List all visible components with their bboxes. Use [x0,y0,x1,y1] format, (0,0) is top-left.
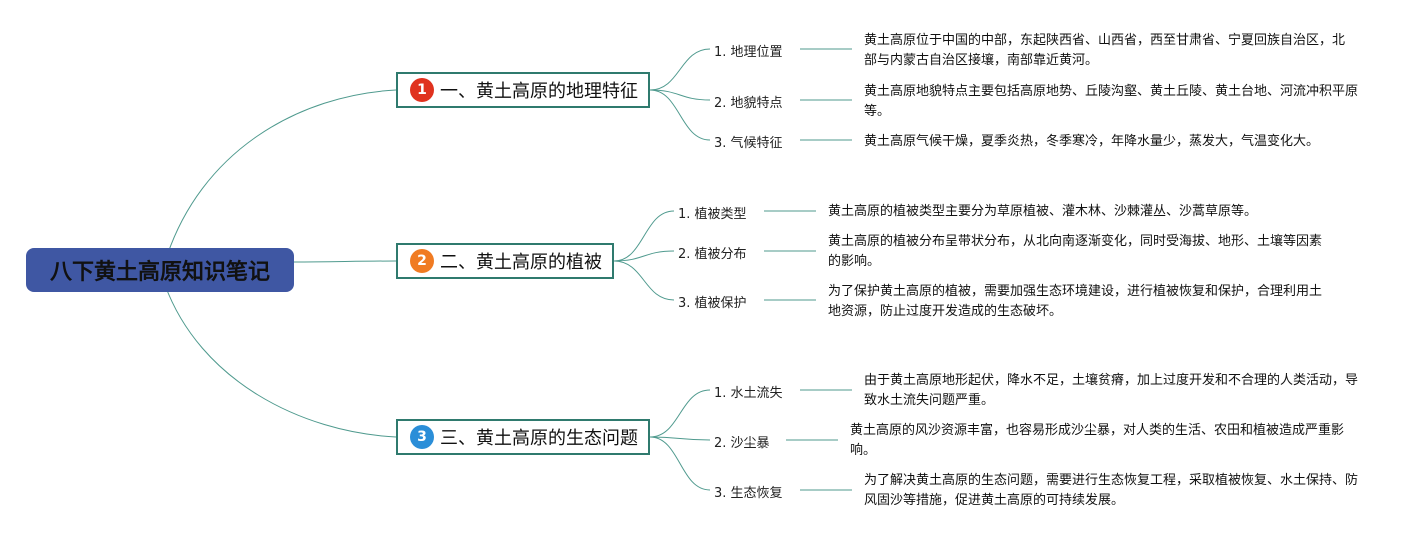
desc-climate: 黄土高原气候干燥，夏季炎热，冬季寒冷，年降水量少，蒸发大，气温变化大。 [864,134,1320,149]
subtopic-soil-erosion[interactable]: 1. 水土流失 [714,386,783,401]
connector-t2-1 [613,210,675,262]
desc-location: 黄土高原位于中国的中部，东起陕西省、山西省，西至甘肃省、宁夏回族自治区，北部与内… [864,33,1346,68]
subtopic-landform[interactable]: 2. 地貌特点 [714,96,783,111]
root-node[interactable]: 八下黄土高原知识笔记 [26,248,294,292]
connector-t1-2 [649,89,711,101]
desc-soil-erosion: 由于黄土高原地形起伏，降水不足，土壤贫瘠，加上过度开发和不合理的人类活动，导致水… [864,373,1359,408]
badge-1-icon: 1 [410,78,434,102]
subtopic-vegetation-distribution[interactable]: 2. 植被分布 [678,247,747,262]
connector-t1-3 [649,89,711,141]
desc-restoration: 为了解决黄土高原的生态问题，需要进行生态恢复工程，采取植被恢复、水土保持、防风固… [864,473,1359,508]
badge-3-icon: 3 [410,425,434,449]
badge-2-icon: 2 [410,249,434,273]
desc-vegetation-distribution: 黄土高原的植被分布呈带状分布，从北向南逐渐变化，同时受海拔、地形、土壤等因素的影… [828,234,1323,269]
connector-root-topic-1 [164,89,397,263]
root-title: 八下黄土高原知识笔记 [49,260,270,285]
topic-vegetation[interactable]: 2 二、黄土高原的植被 [396,243,614,279]
connector-t3-1 [649,389,711,438]
connector-root-topic-2 [293,260,397,263]
topic-ecology[interactable]: 3 三、黄土高原的生态问题 [396,419,650,455]
connector-t1-1 [649,48,711,91]
topic-geography[interactable]: 1 一、黄土高原的地理特征 [396,72,650,108]
connector-t3-3 [649,436,711,491]
desc-vegetation-protection: 为了保护黄土高原的植被，需要加强生态环境建设，进行植被恢复和保护，合理利用土地资… [828,284,1323,319]
subtopic-vegetation-protection[interactable]: 3. 植被保护 [678,296,747,311]
desc-sandstorm: 黄土高原的风沙资源丰富，也容易形成沙尘暴，对人类的生活、农田和植被造成严重影响。 [850,423,1345,458]
desc-vegetation-type: 黄土高原的植被类型主要分为草原植被、灌木林、沙棘灌丛、沙蒿草原等。 [828,204,1258,219]
subtopic-climate[interactable]: 3. 气候特征 [714,136,783,151]
desc-landform: 黄土高原地貌特点主要包括高原地势、丘陵沟壑、黄土丘陵、黄土台地、河流冲积平原等。 [864,84,1359,119]
topic-title: 二、黄土高原的植被 [440,252,602,273]
subtopic-sandstorm[interactable]: 2. 沙尘暴 [714,436,770,451]
topic-title: 一、黄土高原的地理特征 [440,81,638,102]
connector-root-topic-3 [164,284,397,438]
subtopic-location[interactable]: 1. 地理位置 [714,45,783,60]
connector-t2-2 [613,250,675,262]
connector-t3-2 [649,436,711,441]
connector-t2-3 [613,260,675,301]
subtopic-restoration[interactable]: 3. 生态恢复 [714,486,783,501]
subtopic-vegetation-type[interactable]: 1. 植被类型 [678,207,747,222]
topic-title: 三、黄土高原的生态问题 [440,428,638,449]
